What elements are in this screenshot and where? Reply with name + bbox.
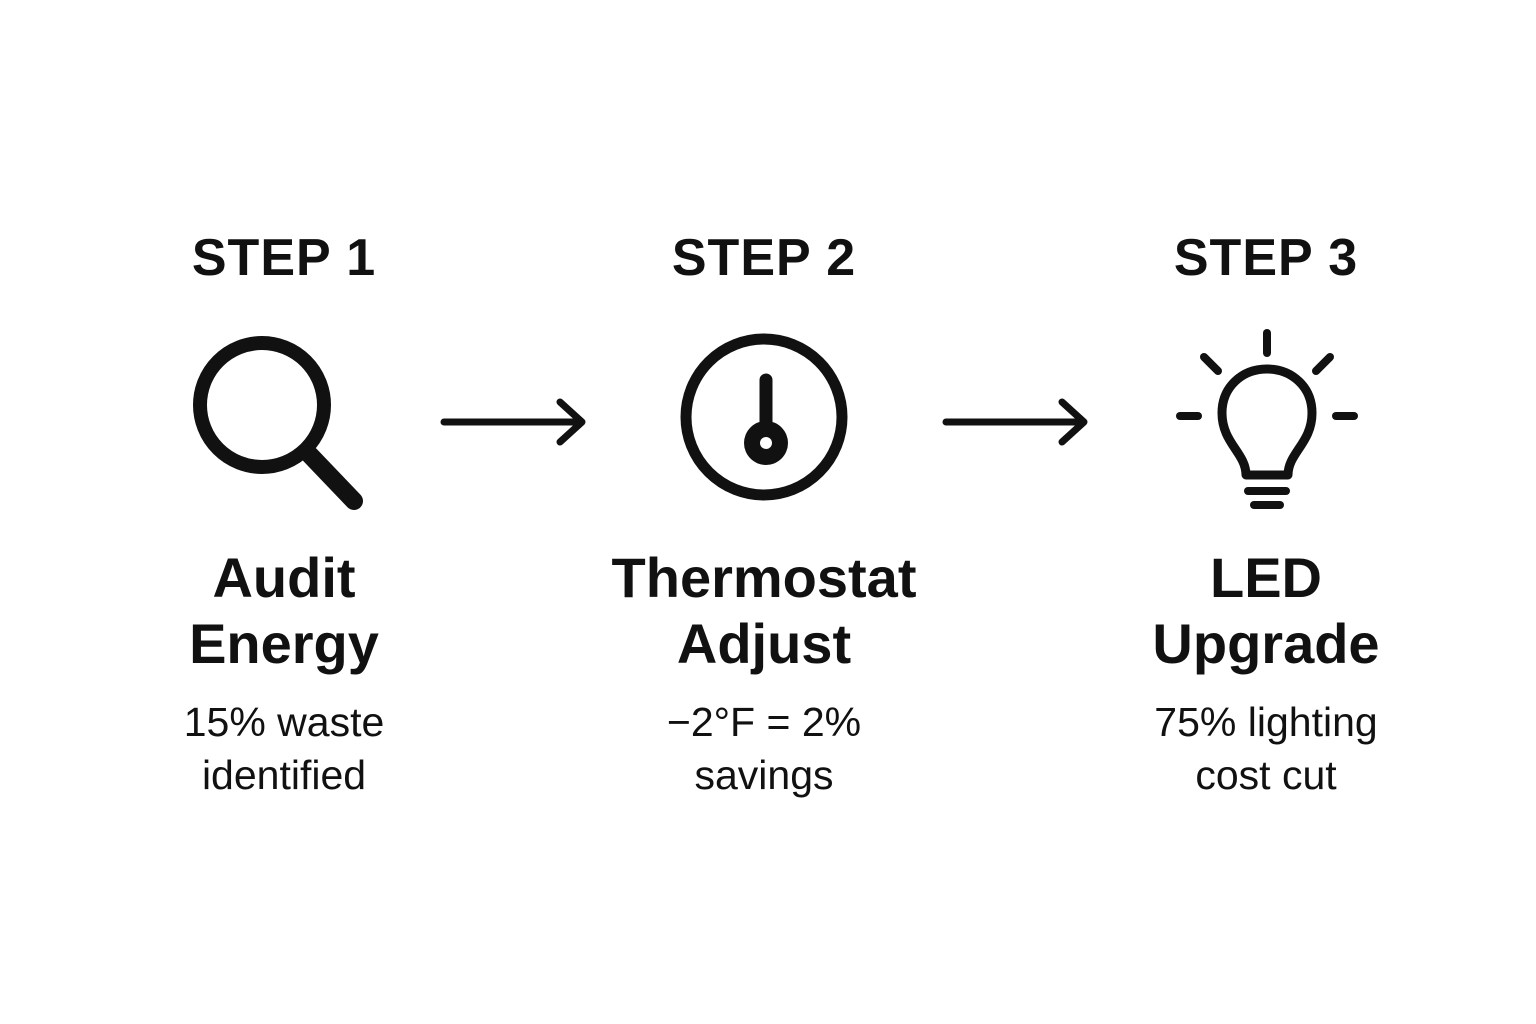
step-2-title: Thermostat Adjust <box>544 545 984 677</box>
step-1-description: 15% waste identified <box>64 696 504 802</box>
step-2-label: STEP 2 <box>671 229 857 287</box>
step-1-title: Audit Energy <box>64 545 504 677</box>
step-3-desc-line-1: 75% lighting <box>1154 699 1378 745</box>
step-3-title-line-2: Upgrade <box>1152 612 1380 675</box>
step-1-label: STEP 1 <box>191 229 377 287</box>
step-3: STEP 3 LED Upgrade 75% lighting cost cut <box>1046 0 1486 1024</box>
light-bulb-icon <box>1166 325 1366 525</box>
step-1: STEP 1 Audit Energy 15% waste identified <box>64 0 504 1024</box>
step-2-title-line-2: Adjust <box>676 612 852 675</box>
step-2-description: −2°F = 2% savings <box>544 696 984 802</box>
arrow-right-icon <box>440 396 590 448</box>
thermometer-icon <box>664 325 864 525</box>
step-1-desc-line-1: 15% waste <box>183 699 385 745</box>
step-1-title-line-1: Audit <box>212 546 356 609</box>
step-2-desc-line-2: savings <box>694 752 834 798</box>
step-2: STEP 2 Thermostat Adjust −2°F = 2% savin… <box>544 0 984 1024</box>
step-3-description: 75% lighting cost cut <box>1046 696 1486 802</box>
step-2-desc-line-1: −2°F = 2% <box>666 699 862 745</box>
step-2-title-line-1: Thermostat <box>611 546 917 609</box>
arrow-right-icon <box>942 396 1092 448</box>
step-3-label: STEP 3 <box>1173 229 1359 287</box>
magnifying-glass-icon <box>184 325 384 525</box>
step-3-title: LED Upgrade <box>1046 545 1486 677</box>
step-3-title-line-1: LED <box>1210 546 1322 609</box>
step-1-desc-line-2: identified <box>201 752 367 798</box>
step-1-title-line-2: Energy <box>189 612 379 675</box>
step-3-desc-line-2: cost cut <box>1195 752 1337 798</box>
